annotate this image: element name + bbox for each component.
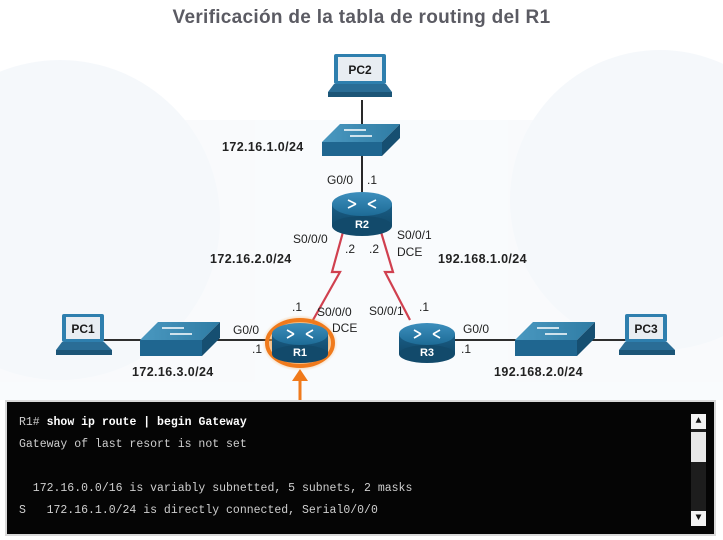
terminal-scrollbar[interactable]: ▲ ▼ <box>691 414 706 526</box>
r2-s000-ip: .2 <box>345 242 356 256</box>
pc1-icon[interactable] <box>56 314 112 355</box>
r3-g00-label: G0/0 <box>463 322 490 336</box>
r1-s000-ip: .1 <box>292 300 303 314</box>
router-icon-r3[interactable] <box>399 323 455 363</box>
switch-icon-left[interactable] <box>140 322 220 356</box>
terminal-prompt: R1# <box>19 416 40 429</box>
scroll-down-icon[interactable]: ▼ <box>691 511 706 526</box>
r1-s000-dce: DCE <box>332 321 358 335</box>
terminal-output[interactable]: R1# show ip route | begin Gateway Gatewa… <box>5 400 716 536</box>
network-label-172-16-1: 172.16.1.0/24 <box>222 140 304 154</box>
r2-s001-ip: .2 <box>369 242 380 256</box>
r2-s000-label: S0/0/0 <box>293 232 328 246</box>
r3-label: R3 <box>420 347 434 359</box>
r3-s001-label: S0/0/1 <box>369 304 404 318</box>
scroll-up-icon[interactable]: ▲ <box>691 414 706 429</box>
switch-icon-top[interactable] <box>322 124 400 156</box>
serial-link-r1-r2 <box>312 231 345 321</box>
router-icon-r2[interactable] <box>332 192 392 236</box>
terminal-command: show ip route | begin Gateway <box>46 416 247 429</box>
network-label-192-168-1: 192.168.1.0/24 <box>438 252 528 266</box>
network-label-192-168-2: 192.168.2.0/24 <box>494 365 584 379</box>
r1-label: R1 <box>293 347 307 359</box>
pc2-icon[interactable] <box>328 54 392 97</box>
pc1-label: PC1 <box>71 322 95 336</box>
highlight-arrowhead <box>292 369 308 381</box>
r2-g00-ip: .1 <box>367 173 378 187</box>
pc3-icon[interactable] <box>619 314 675 355</box>
pc2-label: PC2 <box>348 63 372 77</box>
scroll-thumb[interactable] <box>691 432 706 462</box>
r3-s001-ip: .1 <box>419 300 430 314</box>
r2-label: R2 <box>355 219 369 231</box>
terminal-command-line: R1# show ip route | begin Gateway <box>19 416 247 429</box>
page-title: Verificación de la tabla de routing del … <box>172 7 551 28</box>
network-label-172-16-3: 172.16.3.0/24 <box>132 365 214 379</box>
r1-g00-ip: .1 <box>252 342 263 356</box>
terminal-line: 172.16.0.0/16 is variably subnetted, 5 s… <box>19 482 413 495</box>
pc3-label: PC3 <box>634 322 658 336</box>
serial-link-r2-r3 <box>379 231 411 321</box>
r2-g00-label: G0/0 <box>327 173 354 187</box>
terminal-line: S 172.16.1.0/24 is directly connected, S… <box>19 504 378 517</box>
network-label-172-16-2: 172.16.2.0/24 <box>210 252 292 266</box>
r3-g00-ip: .1 <box>461 342 472 356</box>
r1-s000-label: S0/0/0 <box>317 305 352 319</box>
terminal-line: Gateway of last resort is not set <box>19 438 247 451</box>
switch-icon-right[interactable] <box>515 322 595 356</box>
r1-g00-label: G0/0 <box>233 323 260 337</box>
r2-s001-label: S0/0/1 <box>397 228 432 242</box>
router-icon-r1[interactable] <box>262 315 338 371</box>
r2-s001-dce: DCE <box>397 245 423 259</box>
